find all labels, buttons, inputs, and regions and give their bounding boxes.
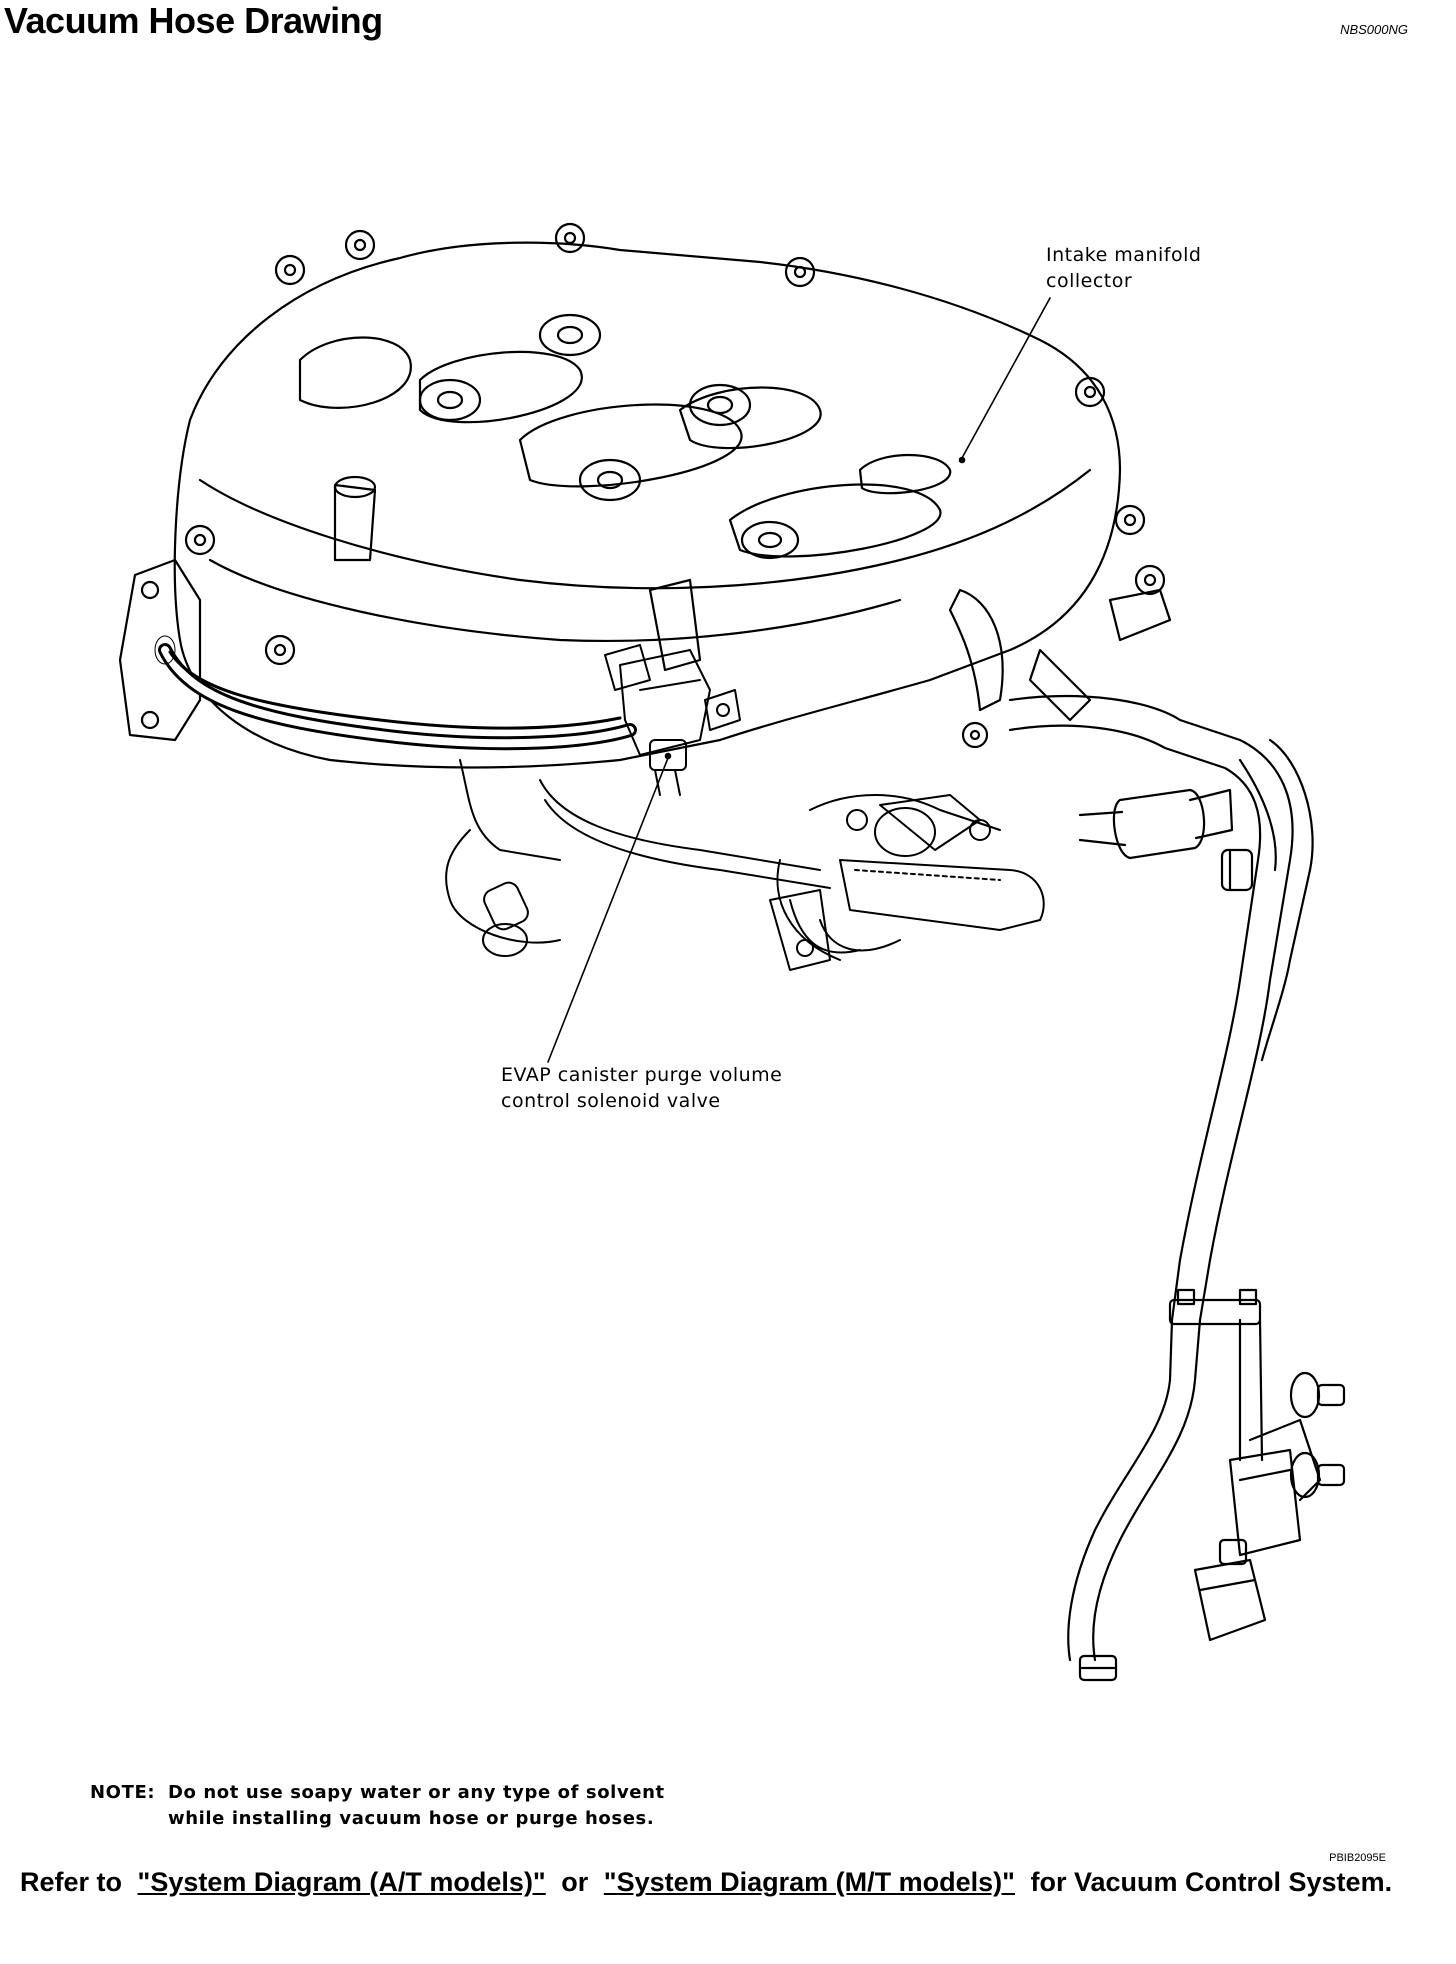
evap-solenoid-callout: EVAP canister purge volume control solen… bbox=[501, 1062, 782, 1114]
note-block: NOTE: Do not use soapy water or any type… bbox=[90, 1780, 665, 1832]
section-code: NBS000NG bbox=[1340, 22, 1408, 37]
refer-suffix: for Vacuum Control System. bbox=[1030, 1867, 1393, 1897]
system-diagram-at-link[interactable]: "System Diagram (A/T models)" bbox=[137, 1867, 546, 1897]
intake-leader-line bbox=[961, 297, 1051, 459]
refer-paragraph: Refer to "System Diagram (A/T models)" o… bbox=[20, 1866, 1440, 1899]
intake-callout-line2: collector bbox=[1046, 270, 1133, 292]
evap-callout-line2: control solenoid valve bbox=[501, 1090, 721, 1112]
system-diagram-mt-link[interactable]: "System Diagram (M/T models)" bbox=[603, 1867, 1015, 1897]
intake-manifold-callout: Intake manifold collector bbox=[1046, 242, 1201, 294]
note-line1: Do not use soapy water or any type of so… bbox=[168, 1782, 665, 1803]
evap-solenoid-valve bbox=[604, 644, 741, 796]
page-title: Vacuum Hose Drawing bbox=[4, 0, 383, 41]
note-line2: while installing vacuum hose or purge ho… bbox=[168, 1808, 655, 1829]
note-label: NOTE: bbox=[90, 1782, 156, 1803]
lower-piping bbox=[445, 759, 1045, 971]
evap-leader-line bbox=[547, 757, 669, 1063]
vacuum-hose-right bbox=[1008, 694, 1346, 1682]
evap-callout-line1: EVAP canister purge volume bbox=[501, 1064, 783, 1086]
intake-manifold-collector bbox=[118, 222, 1172, 769]
refer-or: or bbox=[561, 1867, 589, 1897]
figure-code: PBIB2095E bbox=[1329, 1852, 1386, 1864]
intake-callout-line1: Intake manifold bbox=[1046, 244, 1202, 266]
leader-lines bbox=[547, 297, 1051, 1063]
refer-prefix: Refer to bbox=[20, 1867, 123, 1897]
vacuum-hose-main bbox=[154, 635, 637, 751]
